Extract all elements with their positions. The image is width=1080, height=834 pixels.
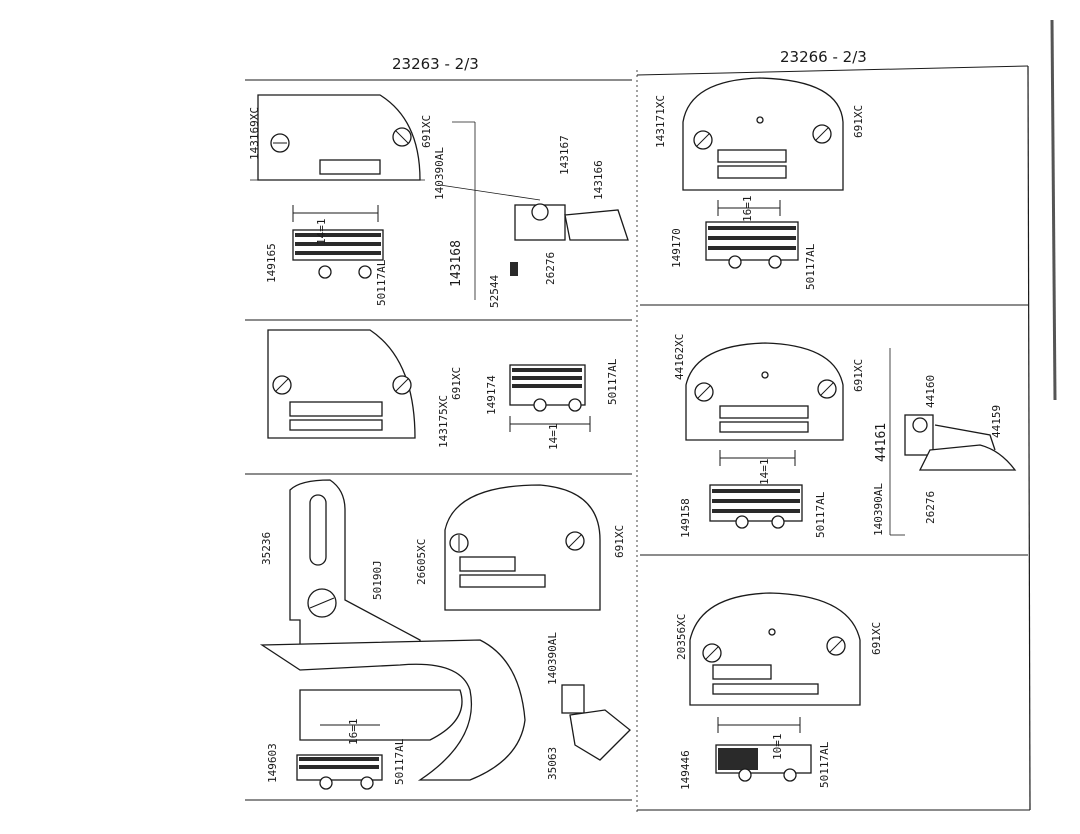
right-middle-foot-shank-label: 140390AL [872,483,885,536]
left-bottom-bracket-label: 35236 [260,532,273,565]
right-middle-screw-label: 691XC [852,359,865,392]
left-top-foot-part-a-label: 143167 [558,135,571,175]
right-middle-feed-dog-label: 149158 [679,498,692,538]
right-top-feed-screw-label: 50117AL [804,243,817,290]
right-middle-panel [685,342,1017,536]
left-top-foot-shank-label: 140390AL [433,147,446,200]
left-bottom-foot-label: 35063 [546,747,559,780]
left-bottom-feed-screw-label: 50117AL [393,738,406,785]
right-top-gauge-label: 16=1 [741,196,754,223]
left-top-foot-part-b-label: 143166 [592,160,605,200]
right-bottom-gauge-label: 10=1 [771,734,784,761]
left-middle-screw-label: 691XC [450,367,463,400]
throat-plate-drawing [257,94,421,181]
hemmer-drawing [259,639,526,781]
right-middle-foot-group-label: 44161 [874,423,889,462]
left-top-gauge-label: 14=1 [315,219,328,246]
left-page-header: 23263 - 2/3 [392,55,479,73]
right-top-screw-label: 691XC [852,105,865,138]
left-bottom-plate-label: 26605XC [415,539,428,585]
left-top-screw-label: 691XC [420,115,433,148]
left-top-foot-group-label: 143168 [449,240,464,287]
left-top-feed-dog-label: 149165 [265,243,278,283]
right-bottom-screw-label: 691XC [870,622,883,655]
right-middle-plate-label: 44162XC [673,334,686,380]
left-bottom-gauge-label: 16=1 [347,719,360,746]
left-middle-feed-dog-label: 149174 [485,375,498,415]
left-bottom-bracket-screw-label: 50190J [371,560,384,600]
binding-edge-mark [1050,19,1057,401]
left-top-foot-screw-label: 52544 [488,275,501,308]
right-bottom-feed-dog-label: 149446 [679,750,692,790]
left-bottom-feed-dog-label: 149603 [266,743,279,783]
presser-foot-drawing [561,684,585,714]
right-middle-foot-part-a-label: 44160 [924,375,937,408]
left-middle-gauge-label: 14=1 [547,424,560,451]
left-top-feed-screw-label: 50117AL [375,259,388,306]
left-top-plate-label: 143169XC [248,107,261,160]
right-middle-foot-pin-label: 26276 [924,491,937,524]
left-middle-plate-label: 143175XC [437,395,450,448]
right-bottom-feed-screw-label: 50117AL [818,741,831,788]
right-bottom-plate-label: 20356XC [675,614,688,660]
left-top-foot-pin-label: 26276 [544,252,557,285]
right-top-plate-label: 143171XC [654,95,667,148]
right-bottom-panel [689,592,861,782]
left-middle-feed-screw-label: 50117AL [606,358,619,405]
presser-foot-drawing [514,204,566,241]
right-middle-feed-screw-label: 50117AL [814,491,827,538]
right-middle-gauge-label: 14=1 [758,459,771,486]
left-middle-panel [267,329,591,439]
left-bottom-foot-shank-label: 140390AL [546,632,559,685]
right-page-header: 23266 - 2/3 [780,48,867,66]
right-middle-foot-part-b-label: 44159 [990,405,1003,438]
right-top-feed-dog-label: 149170 [670,228,683,268]
left-bottom-panel [259,479,631,790]
left-bottom-screw-label: 691XC [613,525,626,558]
left-top-panel [257,94,629,279]
right-top-panel [682,77,844,269]
